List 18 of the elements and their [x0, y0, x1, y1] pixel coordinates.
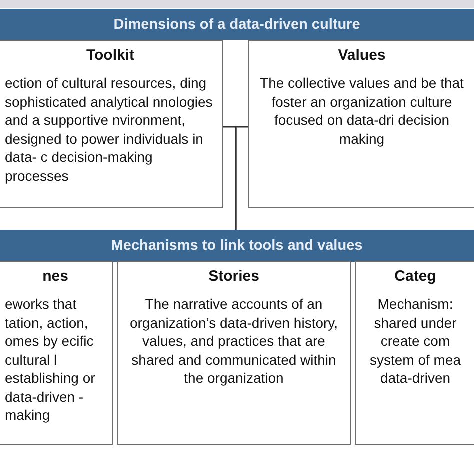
box-title: Stories: [208, 268, 260, 285]
text-box: [248, 40, 474, 208]
box-title: Toolkit: [85, 47, 136, 64]
box-title: Values: [337, 47, 387, 64]
box-description: eworks that tation, action, omes by ecific cultural l establishing or data-driven -making: [5, 295, 96, 424]
text-box: [117, 261, 351, 445]
text-box: [355, 261, 474, 445]
box-description: The collective values and be that foster an organization culture focused on data-dri decision making: [259, 74, 465, 148]
box-description: Mechanism: shared under create com system of mea data-driven: [368, 295, 462, 388]
section-header: Mechanisms to link tools and values: [0, 230, 474, 262]
text-box: [0, 40, 223, 208]
box-description: The narrative accounts of an organization’s data-driven history, values, and practices that are shared and communicated within the organization: [128, 295, 340, 388]
box-title: Categ: [394, 268, 438, 285]
text-box: [0, 261, 113, 445]
connector-line: [235, 126, 248, 230]
box-title: nes: [42, 268, 70, 285]
section-header: Dimensions of a data-driven culture: [0, 9, 474, 40]
box-description: ection of cultural resources, ding sophisticated analytical nnologies and a supportive nvironment, designed to power individuals in data- c decision-making processes: [5, 74, 214, 185]
